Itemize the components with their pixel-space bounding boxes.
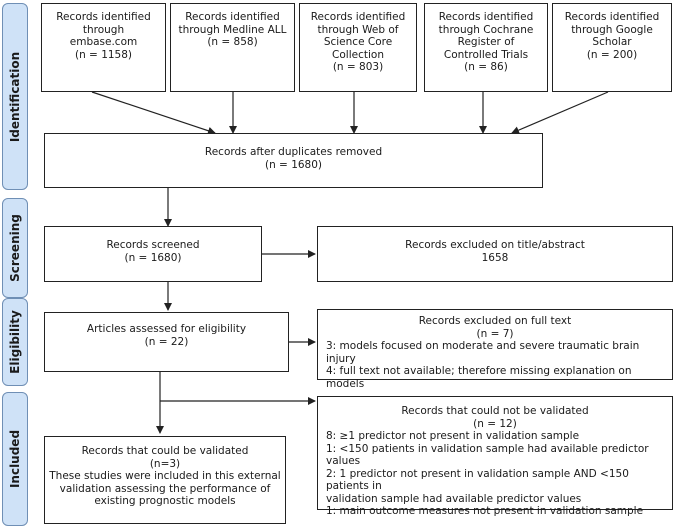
excluded-full-label: Records excluded on full text — [418, 315, 572, 327]
validated-note: These studies were included in this exte… — [49, 470, 281, 482]
screened-label: Records screened — [106, 239, 200, 251]
source-line: Science Core — [323, 36, 393, 48]
source-line: Records identified — [185, 11, 280, 23]
source-line: Controlled Trials — [443, 48, 529, 61]
validated-note: validation assessing the performance of — [59, 482, 271, 495]
source-count: (n = 858) — [207, 36, 258, 48]
arrow-embase-to-dedup — [91, 91, 216, 135]
source-line: Scholar — [592, 36, 632, 48]
source-line: Records identified — [564, 11, 660, 23]
phase-eligibility: Eligibility — [2, 298, 28, 386]
excluded-title-box: Records excluded on title/abstract 1658 — [317, 226, 673, 282]
phase-identification: Identification — [2, 3, 28, 190]
source-line: through Web of — [317, 23, 399, 36]
source-line: Records identified — [438, 11, 534, 23]
excluded-full-box: Records excluded on full text (n = 7) 3:… — [317, 309, 673, 390]
source-line: Collection — [332, 48, 384, 61]
validated-note: existing prognostic models — [94, 495, 236, 507]
not-validated-reason: 2: 1 predictor not present in validation… — [326, 467, 629, 493]
phase-identification-label: Identification — [8, 51, 22, 142]
not-validated-box: Records that could not be validated (n =… — [317, 396, 673, 517]
screened-box: Records screened (n = 1680) — [44, 226, 262, 282]
source-line: embase.com — [69, 36, 138, 48]
validated-label: Records that could be validated — [81, 445, 249, 457]
excluded-full-reason: 4: full text not available; therefore mi… — [326, 365, 632, 390]
source-line: Records identified — [56, 11, 151, 23]
source-medline: Records identified through Medline ALL (… — [170, 3, 295, 92]
screened-count: (n = 1680) — [124, 251, 182, 264]
dedup-box: Records after duplicates removed (n = 16… — [44, 133, 543, 188]
not-validated-label: Records that could not be validated — [401, 405, 589, 417]
not-validated-reason: 8: ≥1 predictor not present in validatio… — [326, 430, 580, 442]
not-validated-count: (n = 12) — [473, 417, 517, 430]
not-validated-reason: validation sample had available predicto… — [326, 492, 582, 505]
source-google-scholar: Records identified through Google Schola… — [552, 3, 672, 92]
validated-box: Records that could be validated (n=3) Th… — [44, 436, 286, 524]
excluded-title-count: 1658 — [481, 251, 509, 264]
source-count: (n = 1158) — [74, 48, 133, 61]
assessed-count: (n = 22) — [144, 335, 189, 348]
source-count: (n = 200) — [586, 48, 638, 61]
assessed-box: Articles assessed for eligibility (n = 2… — [44, 312, 289, 372]
source-line: through Cochrane — [438, 23, 534, 36]
phase-included: Included — [2, 392, 28, 526]
source-web-of-science: Records identified through Web of Scienc… — [299, 3, 417, 92]
source-count: (n = 86) — [464, 61, 508, 73]
phase-included-label: Included — [8, 429, 22, 489]
validated-count: (n=3) — [149, 457, 181, 470]
phase-screening-label: Screening — [8, 214, 22, 282]
phase-eligibility-label: Eligibility — [8, 310, 22, 374]
dedup-label: Records after duplicates removed — [204, 146, 383, 158]
source-line: through Google — [571, 23, 653, 36]
source-count: (n = 803) — [332, 61, 384, 73]
excluded-title-label: Records excluded on title/abstract — [405, 239, 585, 251]
source-line: through — [82, 23, 125, 36]
not-validated-reason: 1: <150 patients in validation sample ha… — [326, 442, 649, 468]
dedup-count: (n = 1680) — [264, 158, 323, 171]
source-line: Register of — [457, 36, 515, 48]
assessed-label: Articles assessed for eligibility — [86, 323, 247, 335]
phase-screening: Screening — [2, 198, 28, 298]
excluded-full-count: (n = 7) — [476, 327, 514, 340]
source-line: through Medline ALL — [178, 23, 287, 36]
not-validated-reason: 1: main outcome measures not present in … — [326, 505, 644, 517]
arrow-scholar-to-dedup — [511, 91, 609, 134]
source-cochrane: Records identified through Cochrane Regi… — [424, 3, 548, 92]
source-line: Records identified — [310, 11, 406, 23]
source-embase: Records identified through embase.com (n… — [41, 3, 166, 92]
excluded-full-reason: 3: models focused on moderate and severe… — [326, 340, 640, 365]
